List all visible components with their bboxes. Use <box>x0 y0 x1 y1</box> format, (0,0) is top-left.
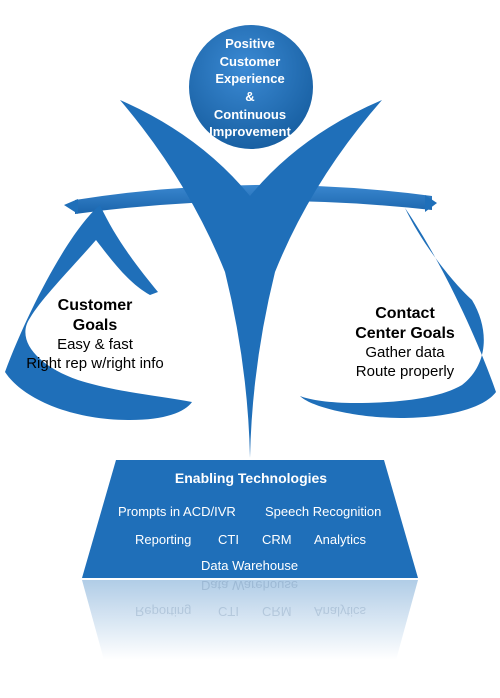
right-pan-item: Gather data <box>365 344 445 361</box>
text-reflection: Data Warehouse Reporting CTI CRM Analyti… <box>0 575 500 655</box>
left-pan-title: Customer <box>57 297 133 314</box>
tech-warehouse: Data Warehouse <box>201 558 299 573</box>
top-line: Experience <box>215 71 285 87</box>
left-pan-title: Goals <box>72 317 118 334</box>
right-pan <box>300 208 496 418</box>
scale-pillar <box>120 100 382 458</box>
beam-left-tip <box>64 199 78 214</box>
top-circle-text: Positive Customer Experience & Continuou… <box>198 35 302 141</box>
tech-prompts: Prompts in ACD/IVR <box>118 504 236 519</box>
top-line: Continuous <box>213 106 287 122</box>
top-line: Positive <box>225 36 275 51</box>
reflected-crm: CRM <box>262 604 292 619</box>
tech-cti: CTI <box>218 532 239 547</box>
top-line: Improvement <box>209 124 291 140</box>
right-pan-item: Route properly <box>355 362 455 380</box>
reflected-cti: CTI <box>218 604 239 619</box>
beam-right-tip <box>425 195 437 212</box>
top-circle <box>189 25 313 149</box>
right-pan-title: Center Goals <box>355 325 455 342</box>
technology-base <box>82 460 418 578</box>
top-line: Customer <box>219 53 281 69</box>
reflected-warehouse: Data Warehouse <box>201 578 299 593</box>
base-title: Enabling Technologies <box>174 470 328 486</box>
tech-reporting: Reporting <box>135 532 192 547</box>
reflected-reporting: Reporting <box>135 604 192 619</box>
top-line: & <box>245 89 255 105</box>
right-pan-title: Contact <box>375 305 435 322</box>
tech-speech: Speech Recognition <box>265 504 382 519</box>
right-pan-text: Contact Center Goals Gather data Route p… <box>330 304 480 382</box>
tech-crm: CRM <box>262 532 292 547</box>
tech-analytics: Analytics <box>314 532 367 547</box>
left-pan-text: Customer Goals Easy & fast Right rep w/r… <box>15 296 175 374</box>
left-pan-item: Right rep w/right info <box>26 354 164 372</box>
reflected-analytics: Analytics <box>314 604 367 619</box>
left-pan-item: Easy & fast <box>57 336 133 353</box>
base-reflection <box>82 580 418 660</box>
